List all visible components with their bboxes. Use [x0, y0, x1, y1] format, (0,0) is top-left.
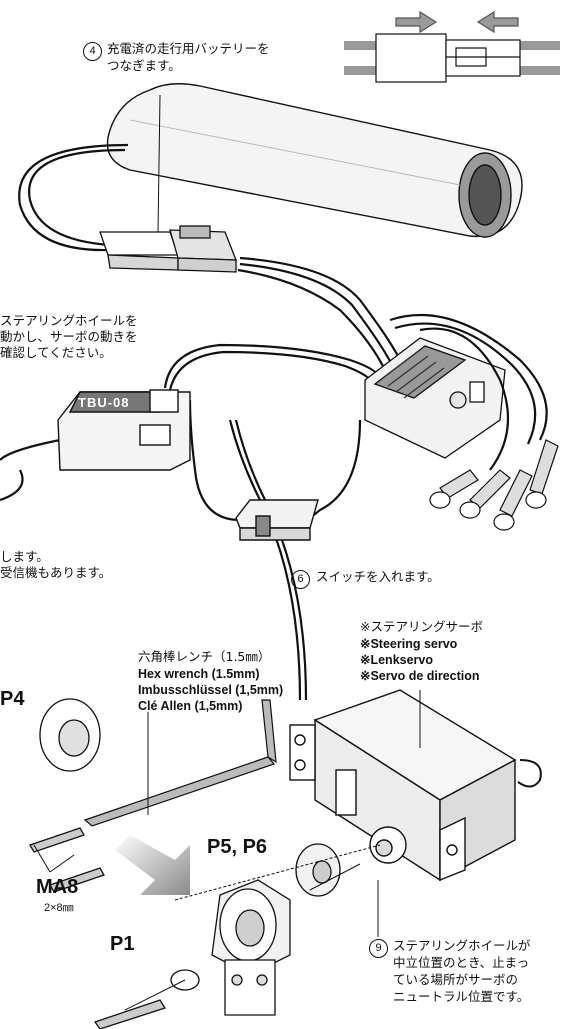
part-label-ma8-size: 2×8㎜	[44, 902, 74, 914]
step-9-line4: ニュートラル位置です。	[393, 989, 530, 1004]
battery-pack	[106, 83, 523, 238]
wrench-label-de: Imbusschlüssel (1,5mm)	[138, 683, 284, 697]
step-9-line3: ている場所がサーボの	[393, 972, 519, 987]
switch	[235, 499, 319, 541]
motor-bullet-connectors	[429, 439, 559, 531]
servo-label-en: ※Steering servo	[360, 637, 458, 651]
servo-label-jp: ※ステアリングサーボ	[360, 619, 483, 634]
part-label-p4: P4	[0, 688, 25, 710]
steer-note-line1: ステアリングホイールを	[0, 313, 138, 328]
hex-wrench	[83, 699, 277, 827]
receiver-label: TBU-08	[78, 395, 130, 410]
wrench-label-en: Hex wrench (1.5mm)	[138, 667, 260, 681]
battery-connector	[99, 225, 237, 273]
part-label-p1: P1	[110, 933, 135, 955]
assembly-axis	[174, 844, 381, 901]
steering-servo	[289, 689, 542, 882]
leader-lines	[33, 94, 421, 1011]
servo-label-de: ※Lenkservo	[360, 653, 434, 667]
connector-inset-diagram	[344, 10, 560, 83]
step-4-line2: つなぎます。	[107, 58, 181, 73]
steer-note-line2: 動かし、サーボの動きを	[0, 329, 138, 344]
receiver-note-line2: 受信機もあります。	[0, 565, 112, 580]
step-4-line1: 充電済の走行用バッテリーを	[107, 41, 270, 56]
step-6-number: 6	[291, 570, 310, 589]
servo-label-fr: ※Servo de direction	[360, 669, 480, 683]
part-label-p5-p6: P5, P6	[207, 836, 268, 858]
speed-controller	[364, 313, 548, 471]
direction-arrow-icon	[115, 835, 190, 895]
step-9-number: 9	[369, 939, 388, 958]
wrench-label-jp: 六角棒レンチ（1.5㎜）	[138, 649, 271, 664]
wrench-label-fr: Clé Allen (1,5mm)	[138, 699, 243, 713]
step-6-text: スイッチを入れます。	[316, 569, 440, 584]
step-9-line1: ステアリングホイールが	[393, 938, 531, 953]
receiver-note-line1: します。	[0, 549, 49, 564]
steer-note-line3: 確認してください。	[0, 345, 112, 360]
step-9-line2: 中立位置のとき、止まっ	[393, 955, 530, 970]
step-4-number: 4	[83, 42, 102, 61]
receiver	[57, 389, 191, 471]
servo-saver-parts	[29, 698, 341, 1029]
part-label-ma8: MA8	[36, 876, 79, 898]
